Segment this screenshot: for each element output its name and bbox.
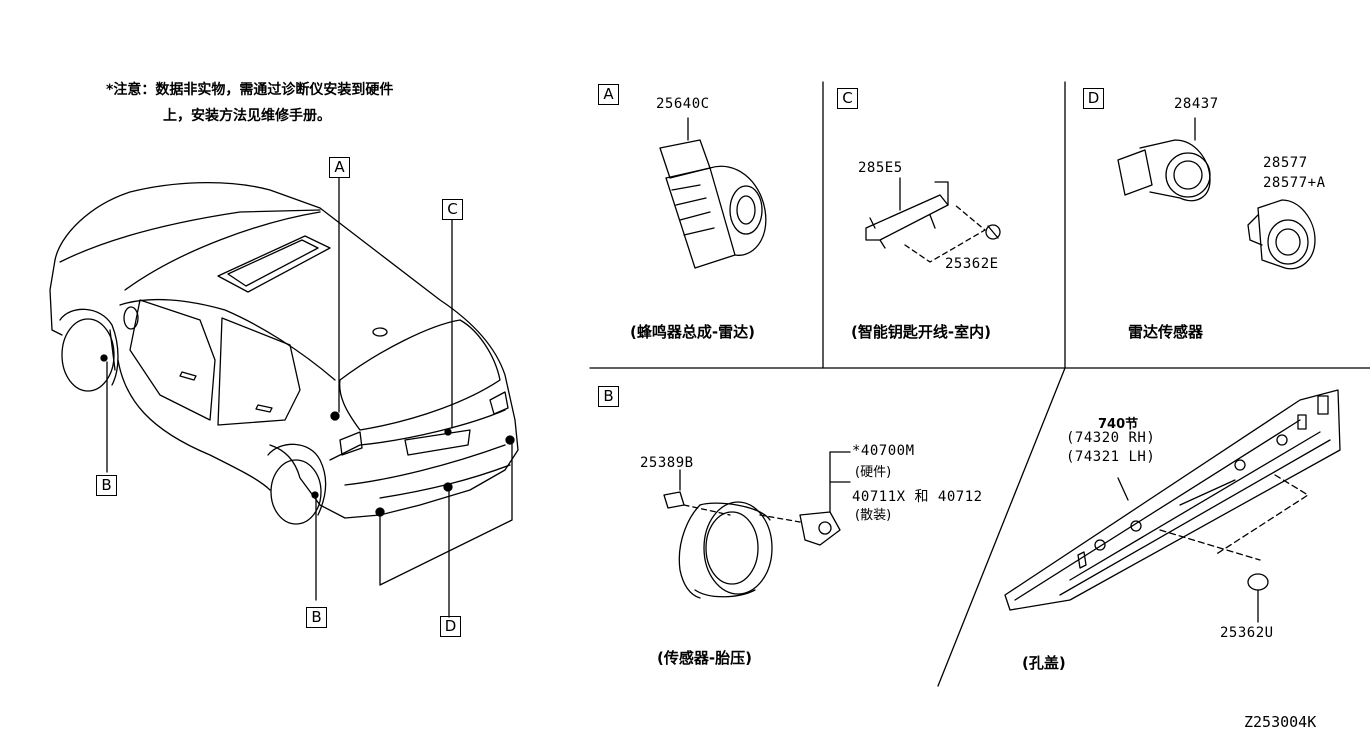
callout-c: C (442, 199, 463, 220)
part-number-25362e: 25362E (945, 256, 999, 272)
radar-sensor-drawing (1117, 117, 1316, 270)
trim-caption: (孔盖) (1022, 654, 1066, 672)
part-number-25362u: 25362U (1220, 625, 1274, 641)
diagram-reference-code: Z253004K (1244, 713, 1317, 731)
buzzer-assembly-drawing (659, 117, 767, 269)
part-number-25389b: 25389B (640, 455, 694, 471)
part-number-74320-rh: (74320 RH) (1066, 430, 1156, 446)
panel-c-caption: (智能钥匙开线-室内) (851, 323, 991, 341)
panel-d-label: D (1083, 88, 1104, 109)
trim-title: 740节 (1098, 417, 1139, 432)
callout-d: D (440, 616, 461, 637)
panel-b-caption: (传感器-胎压) (657, 649, 752, 667)
panel-a-caption: (蜂鸣器总成-雷达) (630, 323, 755, 341)
part-note-bulk: (散装) (855, 508, 892, 523)
part-note-hardware: (硬件) (855, 465, 892, 480)
callout-b-rear: B (306, 607, 327, 628)
panel-d-caption: 雷达传感器 (1128, 323, 1204, 341)
part-number-28577-a: 28577+A (1263, 175, 1326, 191)
part-number-74321-lh: (74321 LH) (1066, 449, 1156, 465)
callout-b-front: B (96, 475, 117, 496)
part-number-40711x-40712: 40711X 和 40712 (852, 489, 983, 505)
installation-note-line2: 上，安装方法见维修手册。 (163, 108, 331, 124)
part-number-28577: 28577 (1263, 155, 1308, 171)
vehicle-illustration (49, 181, 519, 525)
callout-a: A (329, 157, 350, 178)
installation-note-line1: *注意：数据非实物，需通过诊断仪安装到硬件 (106, 82, 394, 98)
panel-a-label: A (598, 84, 619, 105)
tire-pressure-sensor-drawing (663, 451, 851, 599)
panel-c-label: C (837, 88, 858, 109)
trim-panel-drawing (1004, 389, 1341, 623)
panel-b-label: B (598, 386, 619, 407)
part-number-25640c: 25640C (656, 96, 710, 112)
leader-d-bracket (379, 442, 513, 586)
part-number-285e5: 285E5 (858, 160, 903, 176)
interior-key-antenna-drawing (865, 177, 1001, 263)
part-number-40700m: *40700M (852, 443, 915, 459)
divider-b-trim (937, 367, 1066, 687)
part-number-28437: 28437 (1174, 96, 1219, 112)
